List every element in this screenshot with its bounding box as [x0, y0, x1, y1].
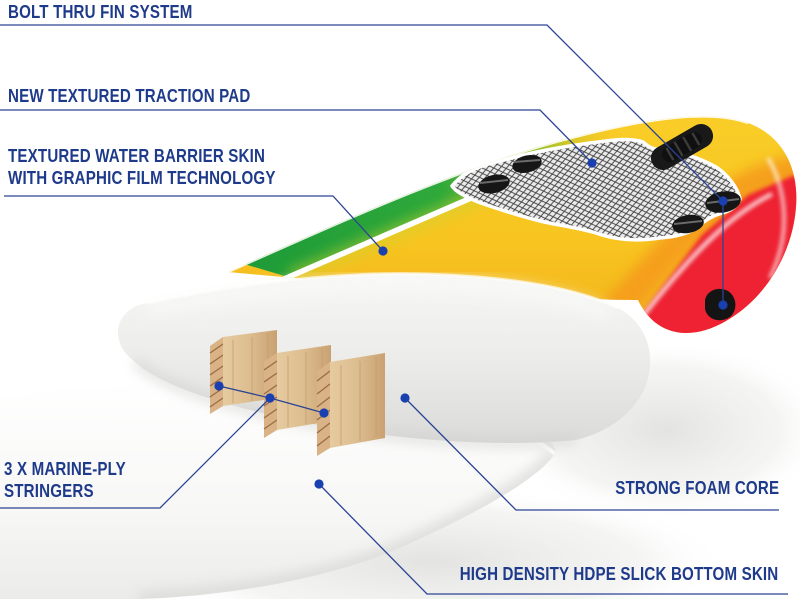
callout-line-bottom-skin [318, 483, 788, 595]
foam-top-highlight [147, 272, 619, 310]
callout-lines [0, 24, 788, 595]
sheet-edge-shade [139, 447, 556, 599]
deck-red-tail [618, 174, 797, 333]
callout-label-barrier-skin: TEXTURED WATER BARRIER SKIN WITH GRAPHIC… [8, 145, 276, 189]
dot-foam [400, 393, 410, 403]
callout-label-barrier-skin-line1: TEXTURED WATER BARRIER SKIN [8, 146, 266, 166]
callout-label-stringers-line1: 3 X MARINE-PLY [4, 459, 126, 479]
dot-stringer-3 [319, 408, 329, 418]
callout-label-barrier-skin-line2: WITH GRAPHIC FILM TECHNOLOGY [8, 168, 276, 188]
stringer-1 [209, 330, 277, 414]
callout-line-barrier-skin [4, 195, 384, 252]
callout-label-stringers-line2: STRINGERS [4, 481, 94, 501]
callout-label-stringers: 3 X MARINE-PLY STRINGERS [4, 458, 126, 502]
dot-pad [587, 158, 597, 168]
callout-label-bottom-skin: HIGH DENSITY HDPE SLICK BOTTOM SKIN [459, 564, 778, 584]
callout-dots [214, 158, 728, 489]
callout-line-traction-pad [0, 109, 593, 164]
callout-label-bolt-fin: BOLT THRU FIN SYSTEM [8, 2, 193, 22]
dot-barrier [378, 246, 388, 256]
dot-sheet [314, 479, 324, 489]
tail-white-streak [638, 192, 773, 322]
dot-stringer-2 [265, 393, 275, 403]
callout-line-foam-core [404, 397, 779, 511]
dot-fin [718, 300, 728, 310]
carry-handle [650, 124, 714, 170]
foam-top-face [148, 274, 611, 321]
callout-line-stringers [0, 397, 271, 509]
callout-label-traction-pad: NEW TEXTURED TRACTION PAD [8, 86, 251, 106]
dot-fin-plug [718, 196, 728, 206]
callout-line-bolt-fin [0, 24, 724, 305]
callout-label-foam-core: STRONG FOAM CORE [615, 478, 779, 498]
dot-stringer-1 [214, 381, 224, 391]
stringers [209, 330, 385, 456]
tail-cap-streak [766, 157, 786, 279]
